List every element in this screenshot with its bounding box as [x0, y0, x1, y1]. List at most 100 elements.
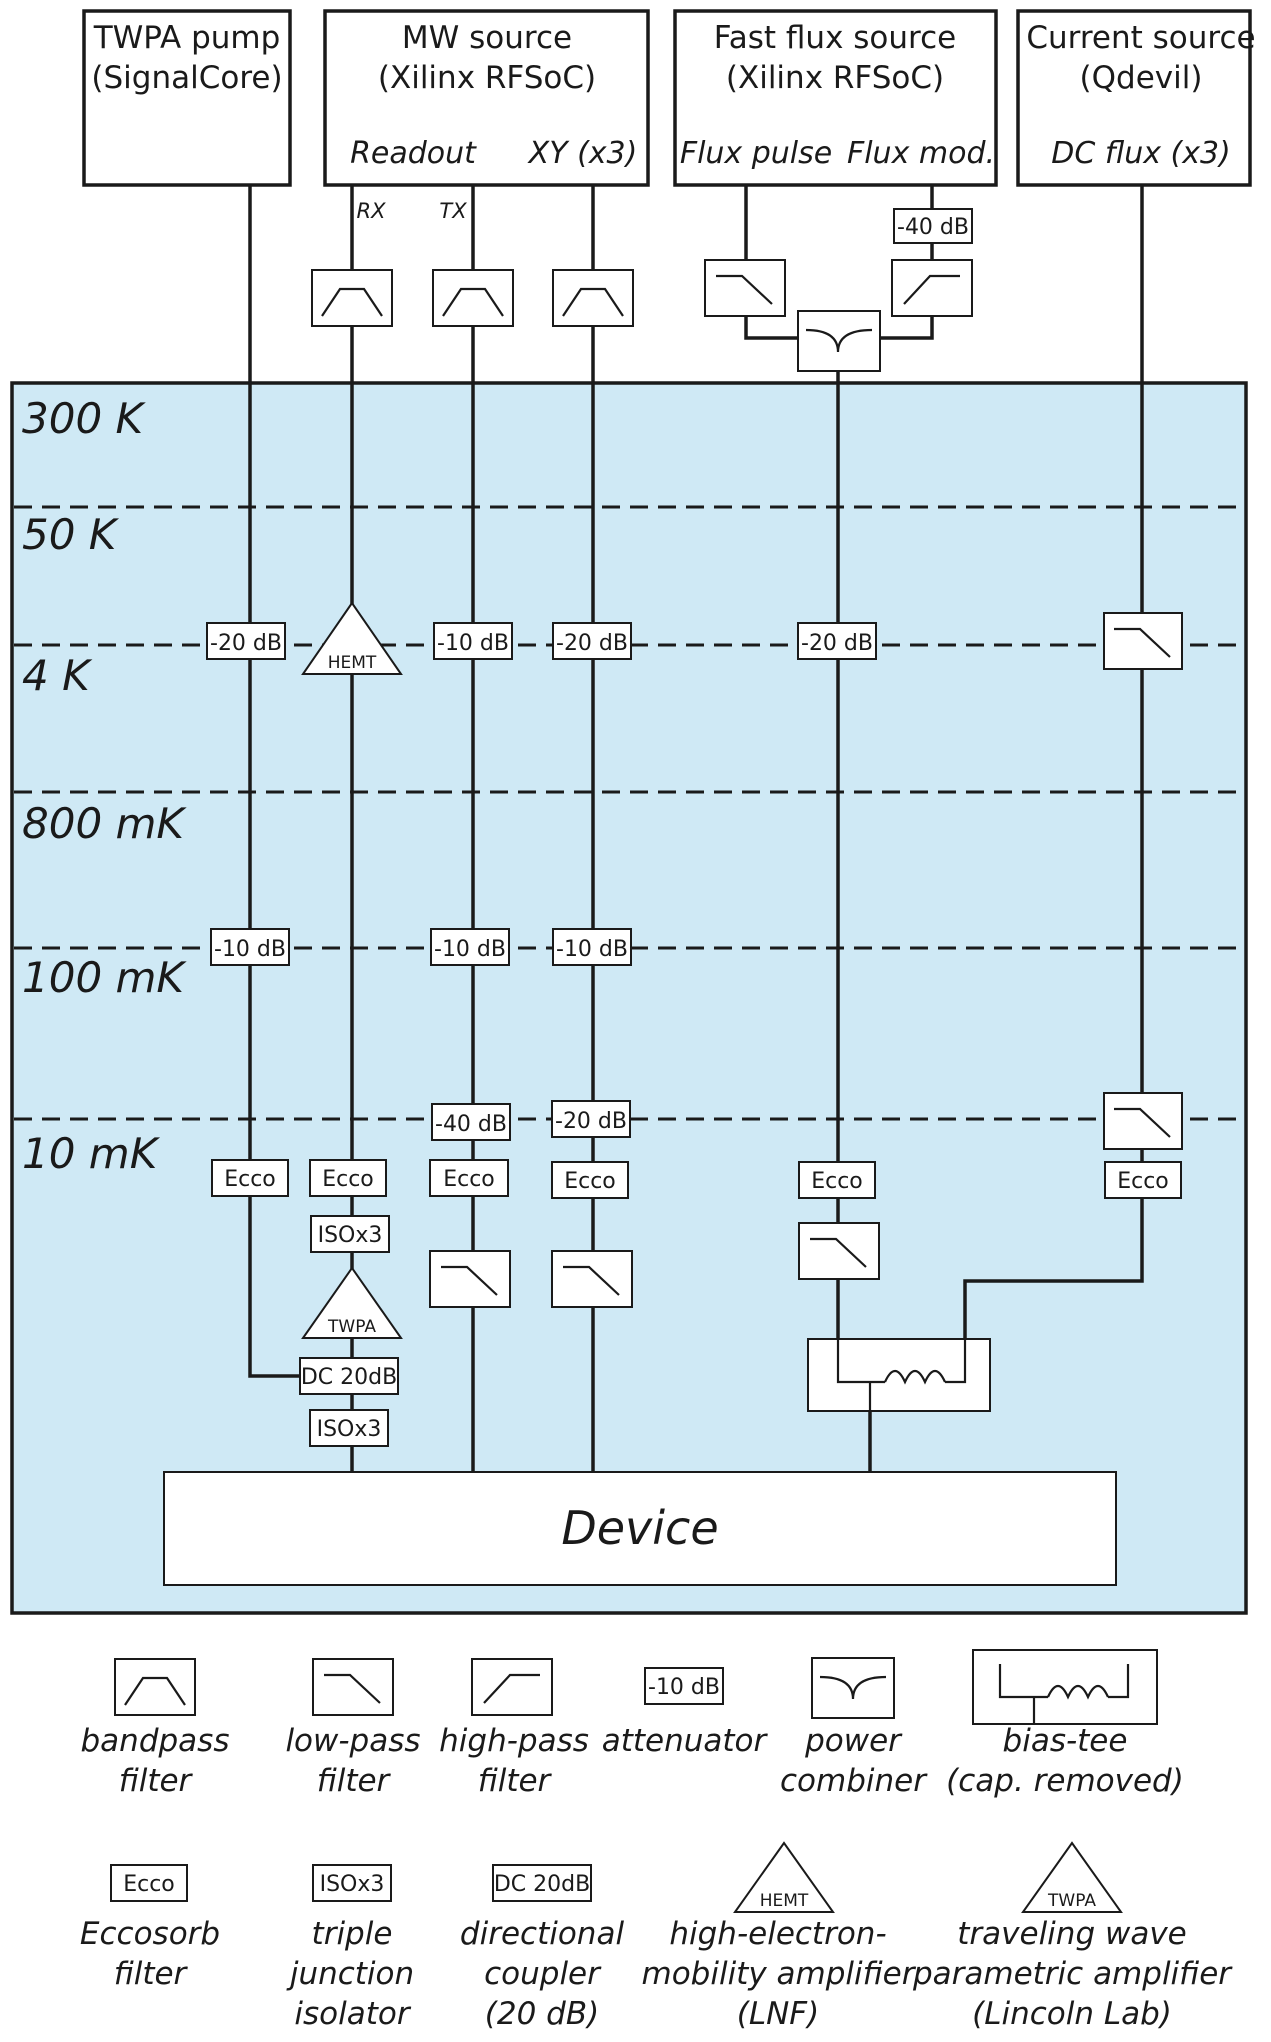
twpa-pump-box — [82, 9, 292, 187]
legend-ecco-line1: Eccosorb — [80, 1916, 220, 1952]
xy-10mk-attenuator — [551, 1100, 631, 1138]
readout-port-label: Readout — [350, 136, 477, 171]
legend-hemt-amplifier: HEMT high-electron- mobility amplifier (… — [642, 1841, 917, 2032]
tx-10mk-atten-label: -40 dB — [435, 1112, 507, 1137]
legend-hemt-line2: mobility amplifier — [642, 1956, 917, 1992]
legend-bandpass-line1: bandpass — [81, 1723, 230, 1759]
legend-bandpass-line2: filter — [119, 1763, 194, 1799]
legend-combiner-line2: combiner — [780, 1763, 928, 1799]
xy-100mk-atten-label: -10 dB — [556, 937, 628, 962]
rx-isolator-bottom-label: ISOx3 — [317, 1417, 382, 1442]
legend-lowpass-line2: filter — [317, 1763, 392, 1799]
eccosorb-filter-icon — [110, 1864, 188, 1902]
lowpass-symbol — [563, 1265, 620, 1296]
pump-ecco-label: Ecco — [224, 1167, 276, 1192]
pump-line — [248, 185, 300, 1378]
legend-combiner-line1: power — [804, 1723, 903, 1759]
pump-100mk-attenuator — [210, 928, 290, 966]
legend-iso-line1: triple — [312, 1916, 393, 1952]
flux-power-combiner — [797, 310, 881, 372]
xy-bandpass-filter — [552, 269, 634, 327]
legend-isolator: ISOx3 triple junction isolator — [286, 1864, 414, 2032]
dc-flux-ecco-label: Ecco — [1117, 1169, 1169, 1194]
xy-port-label: XY (x3) — [527, 136, 638, 171]
hemt-label: HEMT — [328, 653, 377, 673]
current-source-title: Current source — [1026, 20, 1255, 56]
isolator-icon — [312, 1864, 392, 1902]
stage-label-10mk: 10 mK — [22, 1129, 161, 1178]
bandpass-symbol — [442, 287, 504, 317]
twpa-label: TWPA — [327, 1317, 376, 1337]
legend-lowpass-line1: low-pass — [285, 1723, 420, 1759]
legend-twpa-line2: parametric amplifier — [912, 1956, 1233, 1992]
flux-10mk-lowpass-filter — [798, 1222, 880, 1280]
rx-isolator-bottom — [309, 1409, 389, 1447]
flux-mod-atten-label: -40 dB — [897, 215, 969, 240]
fast-flux-source-box — [673, 9, 998, 187]
flux-ecco-label: Ecco — [811, 1169, 863, 1194]
twpa-pump-subtitle: (SignalCore) — [91, 60, 282, 96]
xy-100mk-attenuator — [552, 928, 632, 966]
flux-pulse-port-label: Flux pulse — [680, 136, 832, 171]
high-pass-filter-icon — [471, 1658, 553, 1716]
stage-label-800mk: 800 mK — [22, 799, 187, 848]
legend-iso-line3: isolator — [294, 1996, 411, 2032]
tx-ecco-filter — [429, 1159, 509, 1197]
hemt-amplifier-icon — [733, 1841, 835, 1913]
legend-twpa-box-text: TWPA — [1047, 1891, 1096, 1911]
legend-hemt-box-text: HEMT — [760, 1891, 809, 1911]
flux-mod-port-label: Flux mod. — [847, 136, 995, 171]
pump-4k-attenuator — [206, 622, 286, 660]
directional-coupler-label: DC 20dB — [301, 1365, 397, 1390]
stage-label-100mk: 100 mK — [22, 953, 187, 1002]
legend-dc-box-text: DC 20dB — [494, 1872, 590, 1897]
power-combiner-icon — [811, 1657, 895, 1719]
bandpass-symbol — [321, 287, 383, 317]
bias-tee — [807, 1338, 991, 1412]
fast-flux-source-title: Fast flux source — [714, 20, 956, 56]
xy-10mk-lowpass-filter — [551, 1250, 633, 1308]
legend-high-pass-filter: high-pass filter — [439, 1658, 589, 1799]
tx-bandpass-filter — [432, 269, 514, 327]
lowpass-symbol — [1114, 1107, 1171, 1138]
highpass-symbol — [903, 274, 960, 305]
tx-label: TX — [439, 199, 467, 223]
legend-attenuator-box-text: -10 dB — [648, 1675, 720, 1700]
legend-bandpass-filter: bandpass filter — [81, 1658, 230, 1799]
legend-attenuator-line1: attenuator — [602, 1723, 769, 1759]
bias-tee-wiring — [945, 1339, 967, 1384]
rx-isolator-top-label: ISOx3 — [318, 1223, 383, 1248]
tx-ecco-label: Ecco — [443, 1167, 495, 1192]
tx-10mk-lowpass-filter — [429, 1250, 511, 1308]
device-label: Device — [561, 1501, 718, 1555]
legend-twpa-line3: (Lincoln Lab) — [972, 1996, 1172, 2032]
legend-iso-box-text: ISOx3 — [320, 1872, 385, 1897]
tx-100mk-attenuator — [430, 928, 510, 966]
mw-source-box — [323, 9, 650, 187]
combiner-symbol — [805, 328, 873, 353]
legend-bias-tee-line2: (cap. removed) — [946, 1763, 1184, 1799]
legend-hemt-line3: (LNF) — [737, 1996, 819, 2032]
stage-label-4k: 4 K — [22, 651, 93, 700]
directional-coupler — [299, 1357, 399, 1395]
pump-ecco-filter — [211, 1159, 289, 1197]
lowpass-symbol — [441, 1265, 498, 1296]
legend-ecco-line2: filter — [114, 1956, 189, 1992]
lowpass-symbol — [1114, 627, 1171, 658]
legend-dc-line3: (20 dB) — [485, 1996, 599, 2032]
legend-highpass-line1: high-pass — [439, 1723, 589, 1759]
legend-hemt-line1: high-electron- — [669, 1916, 886, 1952]
legend-attenuator: -10 dB attenuator — [602, 1667, 769, 1759]
legend-twpa-line1: traveling wave — [957, 1916, 1187, 1952]
lowpass-symbol — [810, 1237, 867, 1268]
legend-power-combiner: power combiner — [780, 1657, 928, 1799]
rx-bandpass-filter — [311, 269, 393, 327]
legend-dc-line2: coupler — [484, 1956, 602, 1992]
twpa-pump-title: TWPA pump — [93, 20, 281, 56]
fast-flux-source-subtitle: (Xilinx RFSoC) — [726, 60, 944, 96]
tx-100mk-atten-label: -10 dB — [434, 937, 506, 962]
mw-source-title: MW source — [402, 20, 572, 56]
stage-label-300k: 300 K — [22, 394, 147, 443]
flux-ecco-filter — [798, 1161, 876, 1199]
